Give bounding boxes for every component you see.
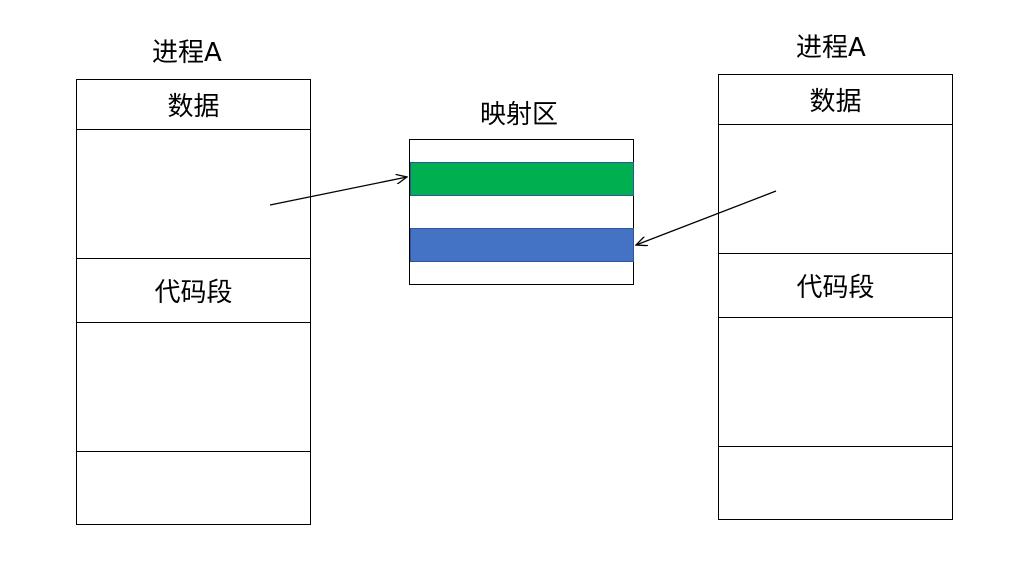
right-empty-segment-1	[719, 124, 952, 253]
mapped-region-green	[410, 162, 634, 196]
left-empty-segment-3	[77, 451, 310, 523]
right-data-label: 数据	[809, 87, 862, 117]
right-data-segment: 数据	[719, 75, 952, 124]
right-empty-segment-2	[719, 317, 952, 446]
left-to-green-arrow	[269, 177, 407, 206]
right-process-title: 进程A	[796, 33, 866, 63]
left-empty-segment-1	[77, 129, 310, 258]
mapping-area-title: 映射区	[480, 100, 559, 130]
left-process-memory-stack: 数据 代码段	[76, 79, 311, 525]
left-empty-segment-2	[77, 322, 310, 451]
right-empty-segment-3	[719, 446, 952, 518]
right-to-blue-arrow	[636, 190, 777, 245]
right-code-label: 代码段	[796, 273, 875, 303]
right-process-memory-stack: 数据 代码段	[718, 74, 953, 520]
mapping-area-box	[409, 139, 634, 285]
left-code-segment: 代码段	[77, 258, 310, 322]
left-process-title: 进程A	[152, 38, 222, 68]
left-code-label: 代码段	[154, 278, 233, 308]
right-code-segment: 代码段	[719, 253, 952, 317]
left-data-segment: 数据	[77, 80, 310, 129]
mapped-region-blue	[410, 228, 634, 262]
left-data-label: 数据	[167, 92, 220, 122]
